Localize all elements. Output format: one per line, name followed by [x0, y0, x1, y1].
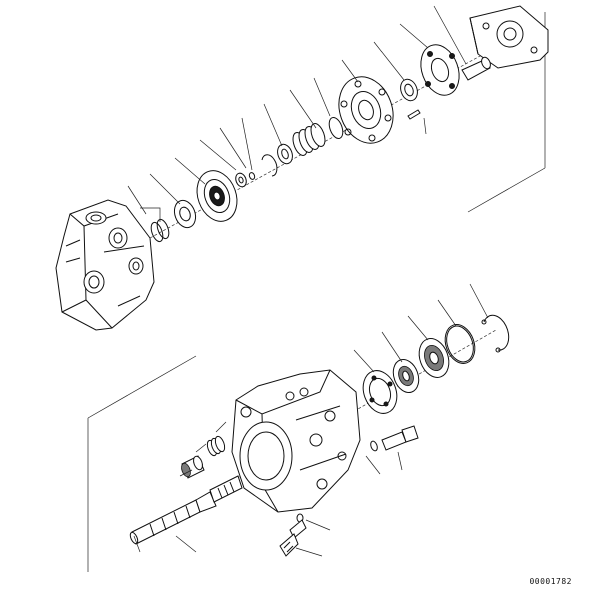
drive-shaft: [129, 476, 242, 545]
plug-bolt: [280, 520, 306, 556]
assembly-boundary-line: [88, 356, 196, 418]
tiny-ring: [248, 172, 255, 180]
end-cover: [470, 6, 548, 68]
snap-ring-lower: [482, 315, 509, 352]
snap-ring-upper: [262, 155, 277, 176]
upper-assembly: [56, 6, 548, 330]
thin-ring: [327, 116, 346, 141]
cylinder-block: [330, 69, 402, 151]
spring-lower: [206, 435, 227, 457]
pump-housing-lower: [232, 370, 360, 512]
o-ring-large: [440, 320, 480, 367]
upper-bearing: [171, 197, 199, 230]
o-ring-pair: [149, 218, 171, 243]
spring: [290, 122, 327, 158]
washer: [275, 142, 295, 166]
small-o-ring: [369, 440, 378, 451]
lower-assembly: [88, 284, 509, 572]
pump-housing-upper: [56, 200, 154, 330]
swash-plate: [190, 165, 243, 227]
pin: [462, 56, 492, 80]
fitting-right: [382, 426, 418, 450]
callout-leaders-lower: [134, 284, 488, 556]
spring-pin: [408, 110, 420, 119]
drawing-number: 00001782: [529, 577, 572, 586]
valve-plate: [414, 39, 466, 100]
bearing-retainer: [414, 334, 454, 381]
assembly-boundary-line: [468, 168, 545, 212]
small-bearing: [398, 77, 421, 103]
main-bearing: [357, 366, 402, 418]
callout-leaders-upper: [128, 6, 466, 222]
collar: [234, 172, 248, 189]
roller-bearing: [389, 356, 423, 396]
